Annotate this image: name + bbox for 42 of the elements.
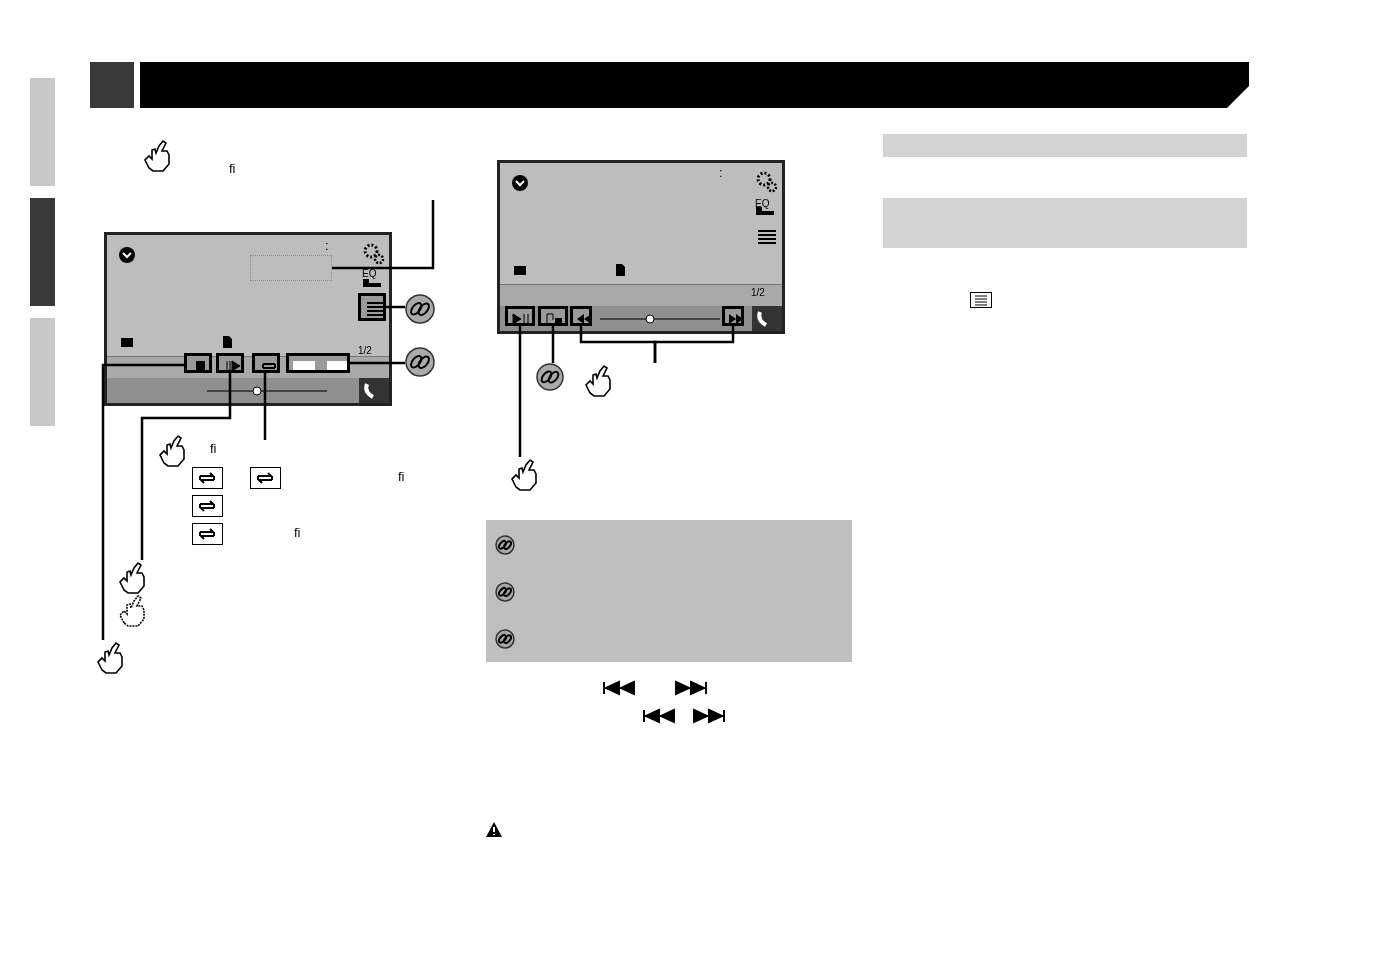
page-indicator: 1/2 (751, 286, 765, 300)
play-pause-button (505, 306, 535, 326)
time-separator: : (325, 239, 329, 253)
leader-line (386, 305, 405, 309)
note-band (883, 198, 1247, 248)
rewind-button (570, 306, 592, 326)
eq-label: EQ (362, 267, 377, 281)
section-band (883, 134, 1247, 157)
body-text: fi (210, 442, 217, 456)
fast-forward-button (722, 306, 744, 326)
hand-icon (118, 560, 148, 594)
eq-label: EQ (755, 197, 770, 211)
time-separator: : (719, 166, 723, 180)
body-text: fi (294, 526, 301, 540)
repeat-button (252, 353, 280, 373)
side-tab (30, 198, 55, 306)
body-text: fi (398, 470, 405, 484)
hand-icon (510, 457, 540, 491)
leader-line (518, 326, 522, 457)
page-indicator: 1/2 (358, 344, 372, 358)
music-button (538, 306, 568, 326)
leader-line (551, 326, 555, 363)
link-icon (536, 363, 564, 391)
hand-icon (96, 640, 126, 674)
side-tab (30, 318, 55, 426)
leader-line (350, 361, 405, 365)
leader-line (140, 373, 232, 560)
leader-line (653, 326, 735, 363)
info-area (250, 255, 332, 281)
side-tab (30, 78, 55, 186)
file-buttons (286, 353, 350, 373)
step-button (216, 353, 244, 373)
link-icon (405, 294, 435, 324)
device-screen (497, 160, 785, 334)
leader-line (332, 200, 435, 270)
list-button (358, 293, 386, 321)
device-screen (104, 232, 392, 406)
stop-button (184, 353, 212, 373)
leader-line (101, 363, 184, 640)
leader-line (263, 373, 267, 440)
body-text: fi (229, 162, 236, 176)
link-icon (405, 347, 435, 377)
